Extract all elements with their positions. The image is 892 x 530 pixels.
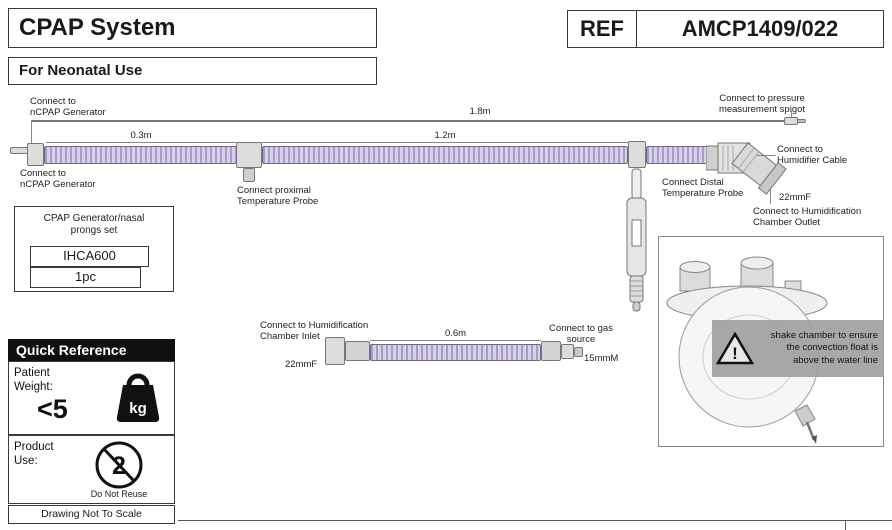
patient-weight-box: Patient Weight: <5 kg	[8, 361, 175, 435]
drawing-note-box: Drawing Not To Scale	[8, 505, 175, 524]
segment1-dim-line	[46, 142, 236, 143]
gas-step-1	[561, 344, 574, 359]
proximal-probe-port	[236, 142, 262, 168]
humidifier-cable-label: Connect to Humidifier Cable	[777, 144, 848, 167]
pressure-line-right-label: Connect to pressure measurement spigot	[718, 93, 806, 116]
bottom-frame-divider	[845, 520, 846, 530]
chamber-warning-overlay: ! shake chamber to ensure the convection…	[712, 320, 884, 377]
pressure-spigot-connector	[784, 117, 798, 125]
patient-weight-value: <5	[37, 394, 68, 424]
chamber-warning-text: shake chamber to ensure the convection f…	[770, 329, 878, 366]
gas-step-2	[574, 347, 583, 357]
inlet-sleeve	[345, 341, 370, 361]
main-tube-segment-2	[262, 146, 628, 164]
distal-probe-port	[628, 141, 646, 168]
pressure-line-left-label: Connect to nCPAP Generator	[30, 96, 106, 119]
proximal-probe-stem	[243, 168, 255, 182]
product-use-label: Product Use:	[14, 441, 54, 468]
ref-number: AMCP1409/022	[636, 10, 884, 48]
do-not-reuse-label: Do Not Reuse	[90, 489, 148, 499]
distal-probe-connector	[626, 168, 647, 312]
chamber-outlet-label: Connect to Humidification Chamber Outlet	[753, 206, 862, 229]
do-not-reuse-icon: 2	[95, 441, 143, 489]
inlet-size-label: 22mmF	[285, 359, 318, 370]
inlet-tube-segment	[370, 344, 541, 361]
segment2-dim-line	[262, 142, 628, 143]
generator-end-cuff	[27, 143, 44, 166]
segment2-length-label: 1.2m	[434, 130, 456, 141]
generator-set-code: IHCA600	[30, 246, 149, 267]
generator-set-title: CPAP Generator/nasal prongs set	[43, 213, 145, 236]
pressure-line-left-drop	[31, 121, 32, 145]
main-tube-left-label: Connect to nCPAP Generator	[20, 168, 96, 191]
main-tube-segment-3	[646, 146, 708, 164]
pressure-line-right-leader	[791, 111, 792, 118]
gas-size-label: 15mmM	[584, 353, 619, 364]
inlet-cuff	[325, 337, 345, 365]
pressure-tube-line	[31, 120, 786, 122]
main-tube-segment-1	[44, 146, 237, 164]
page-subtitle: For Neonatal Use	[8, 57, 377, 85]
gas-sleeve	[541, 341, 561, 361]
pressure-spigot-tip	[797, 119, 806, 123]
ref-label: REF	[567, 10, 637, 48]
chamber-inlet-label: Connect to Humidification Chamber Inlet	[260, 320, 369, 343]
page-title: CPAP System	[8, 8, 377, 48]
segment1-length-label: 0.3m	[130, 130, 152, 141]
product-use-box: Product Use: 2 Do Not Reuse	[8, 435, 175, 504]
patient-weight-label: Patient Weight:	[14, 367, 53, 394]
elbow-connector	[706, 142, 787, 195]
pressure-line-length: 1.8m	[469, 106, 491, 117]
svg-text:!: !	[732, 344, 738, 363]
quick-reference-header: Quick Reference	[8, 339, 175, 361]
weight-unit-label: kg	[129, 400, 147, 417]
warning-triangle-icon: !	[716, 331, 754, 364]
bottom-frame-line	[178, 520, 892, 521]
humidifier-cable-leader	[757, 155, 776, 156]
outlet-size-label: 22mmF	[779, 192, 812, 203]
inlet-tube-length-label: 0.6m	[444, 328, 467, 339]
weight-kg-icon: kg	[116, 373, 160, 422]
proximal-probe-label: Connect proximal Temperature Probe	[237, 185, 319, 208]
generator-end-stub	[10, 147, 28, 154]
inlet-tube-dim-line	[370, 340, 541, 341]
distal-probe-label: Connect Distal Temperature Probe	[662, 177, 744, 200]
chamber-outlet-leader	[770, 188, 771, 204]
gas-source-label: Connect to gas source	[549, 323, 613, 346]
generator-set-quantity: 1pc	[30, 267, 141, 288]
